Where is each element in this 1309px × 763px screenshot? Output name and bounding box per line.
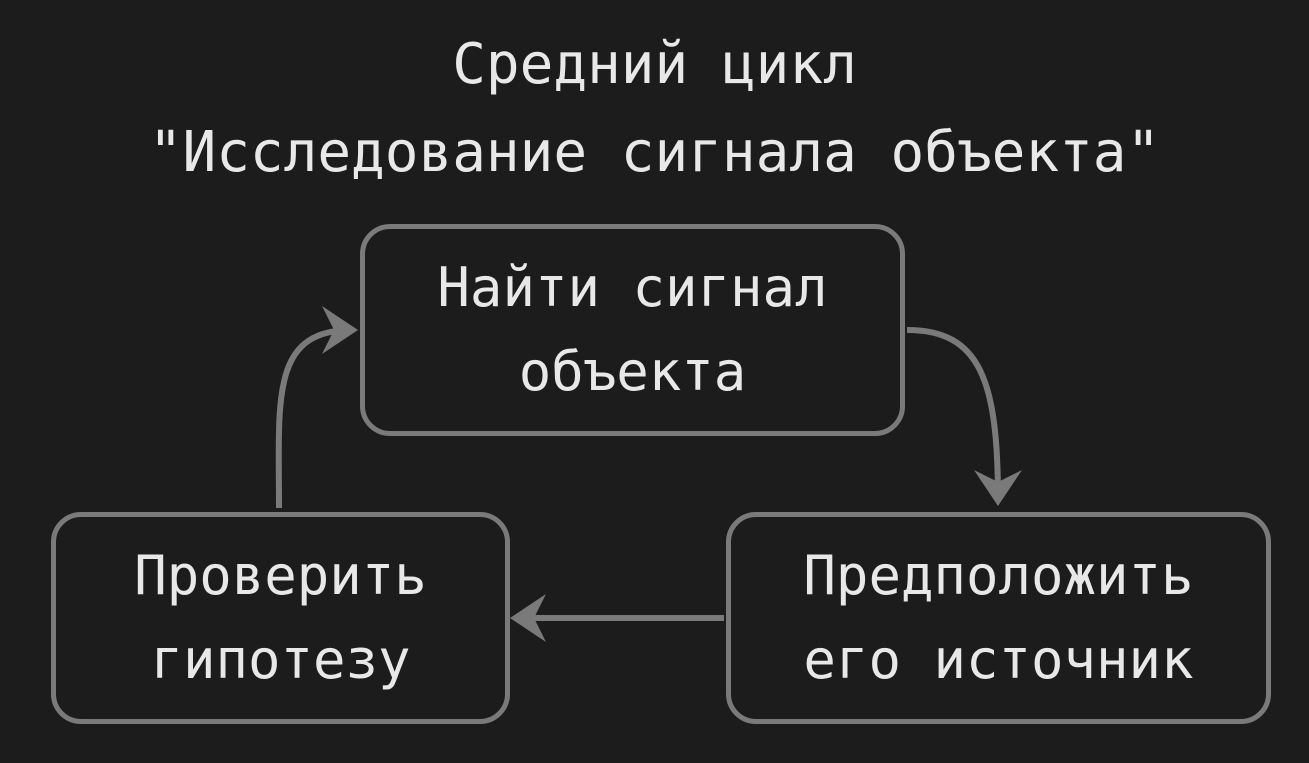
node-label: объекта bbox=[518, 340, 747, 403]
node-label: его источник bbox=[803, 628, 1194, 691]
arrow-find-to-suppose bbox=[906, 327, 1022, 506]
title-line-1: Средний цикл bbox=[452, 32, 857, 97]
title-line-2: "Исследование сигнала объекта" bbox=[148, 120, 1161, 185]
node-label: Предположить bbox=[803, 544, 1194, 607]
node-label: Найти сигнал bbox=[437, 256, 828, 319]
node-check-hypothesis: Проверить гипотезу bbox=[51, 512, 510, 724]
arrow-check-to-find bbox=[275, 306, 358, 509]
node-suppose-source: Предположить его источник bbox=[726, 512, 1271, 724]
node-label: Проверить bbox=[134, 544, 427, 607]
node-label: гипотезу bbox=[150, 628, 411, 691]
node-find-signal: Найти сигнал объекта bbox=[360, 224, 905, 436]
